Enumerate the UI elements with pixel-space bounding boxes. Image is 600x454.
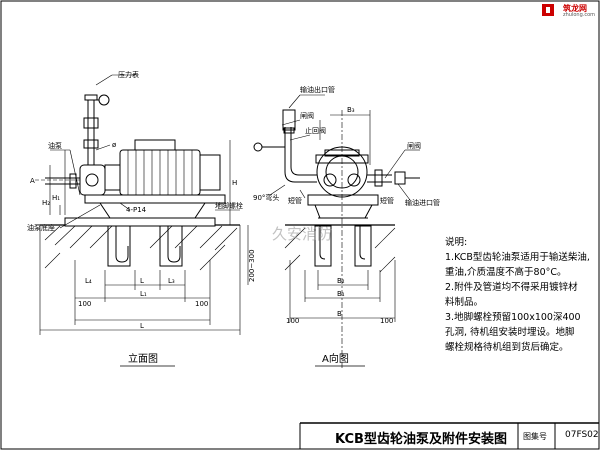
pump-base-label: 油泵底座: [27, 223, 55, 232]
dim-B2: B₂: [337, 277, 345, 285]
site-logo: [540, 2, 598, 18]
note-line: 料制品。: [445, 297, 484, 308]
note-line: 3.地脚螺栓预留100x100深400: [445, 312, 581, 323]
dim-L3: L₃: [168, 277, 175, 285]
dim-100-side-right: 100: [380, 317, 393, 325]
note-line: 孔洞, 待机组安装时埋设。地脚: [445, 327, 575, 338]
flange-label: 短管: [380, 196, 394, 205]
logo-name: 筑龙网: [563, 4, 587, 13]
dim-H: H: [232, 179, 237, 187]
dim-100-side-left: 100: [286, 317, 299, 325]
watermark: 久安消防: [272, 225, 333, 243]
pressure-gauge-label: 压力表: [118, 70, 139, 79]
dim-B3: B₃: [347, 106, 355, 114]
front-view-title: 立面图: [128, 352, 158, 365]
note-line: 2.附件及管道均不得采用镀锌材: [445, 282, 578, 293]
elbow-label: 90°弯头: [253, 193, 279, 202]
dim-L1: L₁: [140, 290, 147, 298]
note-line: 螺栓规格待机组到货后确定。: [445, 342, 569, 353]
anchor-bolt-label: 地脚螺栓: [215, 201, 243, 210]
dim-100-right: 100: [195, 300, 208, 308]
notes-panel: 说明: 1.KCB型齿轮油泵适用于输送柴油, 重油,介质温度不高于80°C。 2…: [445, 235, 595, 355]
depth-dimension: 200~300: [248, 249, 256, 282]
inlet-label: 输油进口管: [405, 198, 440, 207]
drawing-labels: 压力表 油泵 ø 4-P14 地脚螺栓 油泵底座 90°弯头 输油出口管 闸阀 …: [27, 70, 440, 330]
note-line: 1.KCB型齿轮油泵适用于输送柴油,: [445, 252, 590, 263]
main-valve-label: 止回阀: [305, 126, 326, 135]
dim-H2: H₂: [42, 199, 50, 207]
atlas-number-value: 07FS02: [565, 430, 599, 440]
gate-valve-label: 闸阀: [407, 141, 421, 150]
dim-B1: B₁: [337, 290, 345, 298]
dim-L: L: [140, 322, 144, 330]
dim-L2: L: [140, 277, 144, 285]
dim-B: B: [337, 310, 342, 318]
note-line: 重油,介质温度不高于80°C。: [445, 267, 567, 278]
drawing-title: KCB型齿轮油泵及附件安装图: [335, 432, 507, 447]
dim-L4: L₄: [85, 277, 92, 285]
outlet-label: 输油出口管: [300, 85, 335, 94]
dim-H1: H₁: [52, 194, 60, 202]
side-view: [253, 94, 420, 370]
dim-A: A: [30, 177, 35, 185]
logo-url: zhulong.com: [563, 12, 596, 18]
oil-pump-label: 油泵: [48, 141, 62, 150]
logo-icon: [542, 4, 554, 16]
short-pipe-label: 短管: [288, 196, 302, 205]
atlas-number-label: 图集号: [523, 432, 547, 441]
bolt-holes-label: 4-P14: [126, 206, 147, 214]
valve-label: 闸阀: [300, 111, 314, 120]
notes-heading: 说明:: [445, 237, 468, 248]
front-view: [35, 74, 249, 335]
phi-label: ø: [112, 141, 117, 149]
dim-100-left: 100: [78, 300, 91, 308]
side-view-title: A向图: [322, 352, 349, 365]
